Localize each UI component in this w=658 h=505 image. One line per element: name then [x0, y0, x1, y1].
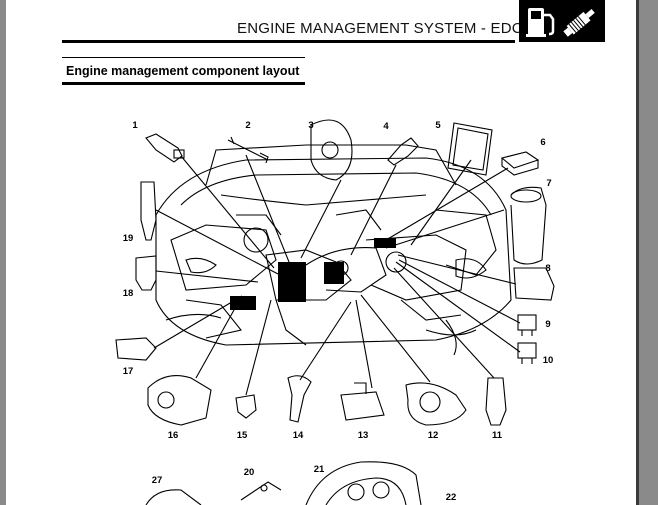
callout-4: 4	[383, 121, 389, 132]
page-shadow	[636, 0, 639, 505]
fuel-pump-icon	[523, 3, 559, 44]
header-icon-box	[519, 0, 605, 42]
callout-3: 3	[308, 120, 314, 131]
callout-1: 1	[132, 120, 138, 131]
callout-6: 6	[540, 137, 546, 148]
section-heading: Engine management component layout	[66, 64, 300, 78]
callout-12: 12	[427, 430, 439, 441]
callout-20: 20	[243, 467, 255, 478]
callout-27: 27	[151, 475, 163, 486]
callout-15: 15	[236, 430, 248, 441]
callout-19: 19	[122, 233, 134, 244]
callout-9: 9	[545, 319, 551, 330]
callout-2: 2	[245, 120, 251, 131]
callout-11: 11	[491, 430, 503, 441]
callout-14: 14	[292, 430, 304, 441]
callout-7: 7	[546, 178, 552, 189]
page-header-title: ENGINE MANAGEMENT SYSTEM - EDC	[237, 20, 523, 37]
fuel-injector-icon	[561, 2, 603, 45]
section-rule-bottom	[62, 82, 305, 85]
callout-8: 8	[545, 263, 551, 274]
callout-5: 5	[435, 120, 441, 131]
document-page: ENGINE MANAGEMENT SYSTEM - EDC	[6, 0, 636, 505]
header-rule	[62, 40, 515, 43]
callout-21: 21	[313, 464, 325, 475]
engine-component-diagram	[115, 119, 555, 505]
section-rule-top	[62, 57, 305, 58]
callout-17: 17	[122, 366, 134, 377]
callout-18: 18	[122, 288, 134, 299]
callout-10: 10	[542, 355, 554, 366]
callout-16: 16	[167, 430, 179, 441]
callout-13: 13	[357, 430, 369, 441]
callout-22: 22	[445, 492, 457, 503]
